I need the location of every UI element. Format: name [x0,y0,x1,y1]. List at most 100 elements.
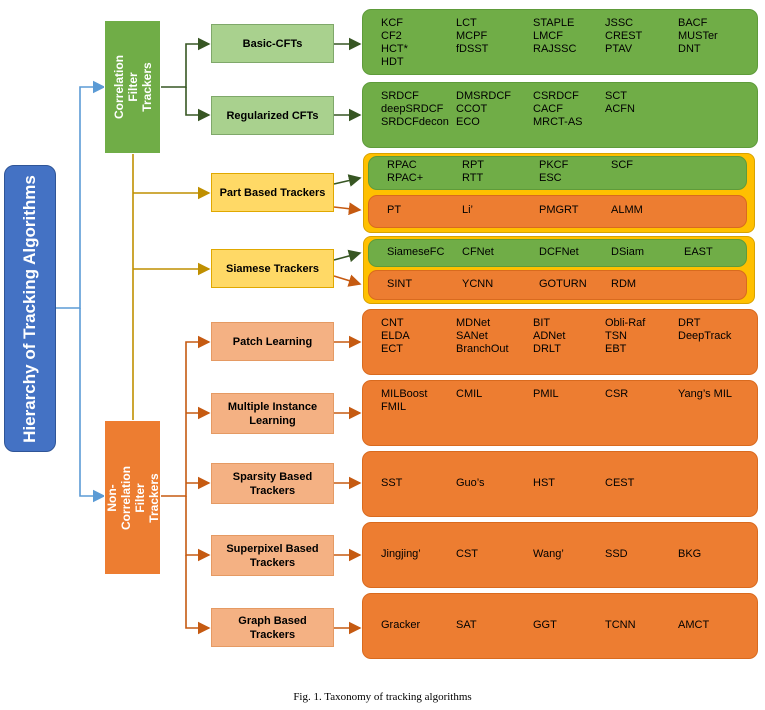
sub-basic-cfts: Basic-CFTs [211,24,334,63]
root-node: Hierarchy of Tracking Algorithms [4,165,56,452]
tracker-item: RPAC+ [387,172,424,184]
category-ncf-label: Non-Correlation Filter Trackers [104,465,161,530]
leaf-sparsity-based: SST Guo’s HST CEST [362,451,758,517]
tracker-item: Gracker [381,619,421,631]
tracker-item: SAT [456,619,477,631]
sub-patch-learning: Patch Learning [211,322,334,361]
tracker-item: HDT [381,56,404,68]
tracker-item: HCT* [381,43,408,55]
sub-part-based: Part Based Trackers [211,173,334,212]
tracker-item: CSRDCF [533,90,579,102]
tracker-item: BACF [678,17,708,29]
tracker-item: FMIL [381,401,407,413]
tracker-item: SINT [387,278,413,290]
leaf-siamese-ncf: SINT YCNN GOTURN RDM [368,270,747,300]
tracker-item: MCPF [456,30,488,42]
tracker-item: CNT [381,317,404,329]
tracker-item: SiameseFC [387,246,445,258]
tracker-item: SRDCF [381,90,419,102]
tracker-item: LMCF [533,30,563,42]
tracker-item: ALMM [611,204,643,216]
tracker-item: DMSRDCF [456,90,511,102]
root-label: Hierarchy of Tracking Algorithms [20,174,40,443]
tracker-item: Li’ [462,204,474,216]
sub-superpixel-based: Superpixel Based Trackers [211,535,334,576]
tracker-item: ADNet [533,330,566,342]
tracker-item: SCT [605,90,627,102]
tracker-item: BKG [678,548,702,560]
leaf-graph-based: Gracker SAT GGT TCNN AMCT [362,593,758,659]
tracker-item: KCF [381,17,403,29]
figure-caption: Fig. 1. Taxonomy of tracking algorithms [293,691,472,703]
tracker-item: SSD [605,548,628,560]
sub-graph-based: Graph Based Trackers [211,608,334,647]
tracker-item: DNT [678,43,701,55]
tracker-item: SANet [456,330,488,342]
tracker-item: fDSST [456,43,489,55]
tracker-item: MUSTer [678,30,718,42]
tracker-item: PMGRT [539,204,579,216]
tracker-item: Yang’s MIL [678,388,733,400]
tracker-item: MILBoost [381,388,428,400]
tracker-item: MRCT-AS [533,116,583,128]
category-correlation-filter: Correlation Filter Trackers [104,20,161,154]
tracker-item: Wang’ [533,548,564,560]
tracker-item: GOTURN [539,278,587,290]
tracker-item: ESC [539,172,562,184]
tracker-item: ECO [456,116,480,128]
tracker-item: BIT [533,317,551,329]
tracker-item: LCT [456,17,477,29]
tracker-item: HST [533,477,555,489]
tracker-item: RAJSSC [533,43,577,55]
tracker-item: TSN [605,330,627,342]
tracker-item: SST [381,477,403,489]
tracker-item: CST [456,548,478,560]
tracker-item: DRT [678,317,701,329]
tracker-item: EBT [605,343,627,355]
tracker-item: DRLT [533,343,561,355]
tracker-item: YCNN [462,278,494,290]
sub-regularized-cfts: Regularized CFTs [211,96,334,135]
leaf-part-based-ncf: PT Li’ PMGRT ALMM [368,195,747,228]
tracker-item: CMIL [456,388,483,400]
tracker-item: TCNN [605,619,636,631]
sub-sparsity-based: Sparsity Based Trackers [211,463,334,504]
tracker-item: BranchOut [456,343,509,355]
tracker-item: SRDCFdecon [381,116,449,128]
tracker-item: Obli-Raf [605,317,646,329]
tracker-item: deepSRDCF [381,103,444,115]
tracker-item: PTAV [605,43,633,55]
tracker-item: EAST [684,246,713,258]
tracker-item: CFNet [462,246,494,258]
tracker-item: ECT [381,343,403,355]
tracker-item: CF2 [381,30,402,42]
tracker-item: RTT [462,172,484,184]
category-cf-label: Correlation Filter Trackers [111,54,154,120]
tracker-item: STAPLE [533,17,575,29]
leaf-patch-learning: CNT MDNet BIT Obli-Raf DRT ELDA SANet ADNet TSN D… [362,309,758,375]
tracker-item: Guo’s [456,477,485,489]
tracker-item: AMCT [678,619,710,631]
tracker-item: ACFN [605,103,635,115]
tracker-item: CEST [605,477,635,489]
tracker-item: GGT [533,619,557,631]
tracker-item: DSiam [611,246,645,258]
tracker-item: MDNet [456,317,491,329]
tracker-item: RDM [611,278,637,290]
sub-multiple-instance-learning: Multiple Instance Learning [211,393,334,434]
tracker-item: SCF [611,159,633,171]
tracker-item: RPAC [387,159,417,171]
tracker-item: CCOT [456,103,488,115]
tracker-item: CACF [533,103,563,115]
tracker-item: ELDA [381,330,410,342]
category-non-correlation-filter: Non-Correlation Filter Trackers [104,420,161,575]
tracker-item: RPT [462,159,484,171]
leaf-regularized-cfts: SRDCF DMSRDCF CSRDCF SCT deepSRDCF CCOT CACF AC… [362,82,758,148]
tracker-item: PT [387,204,402,216]
